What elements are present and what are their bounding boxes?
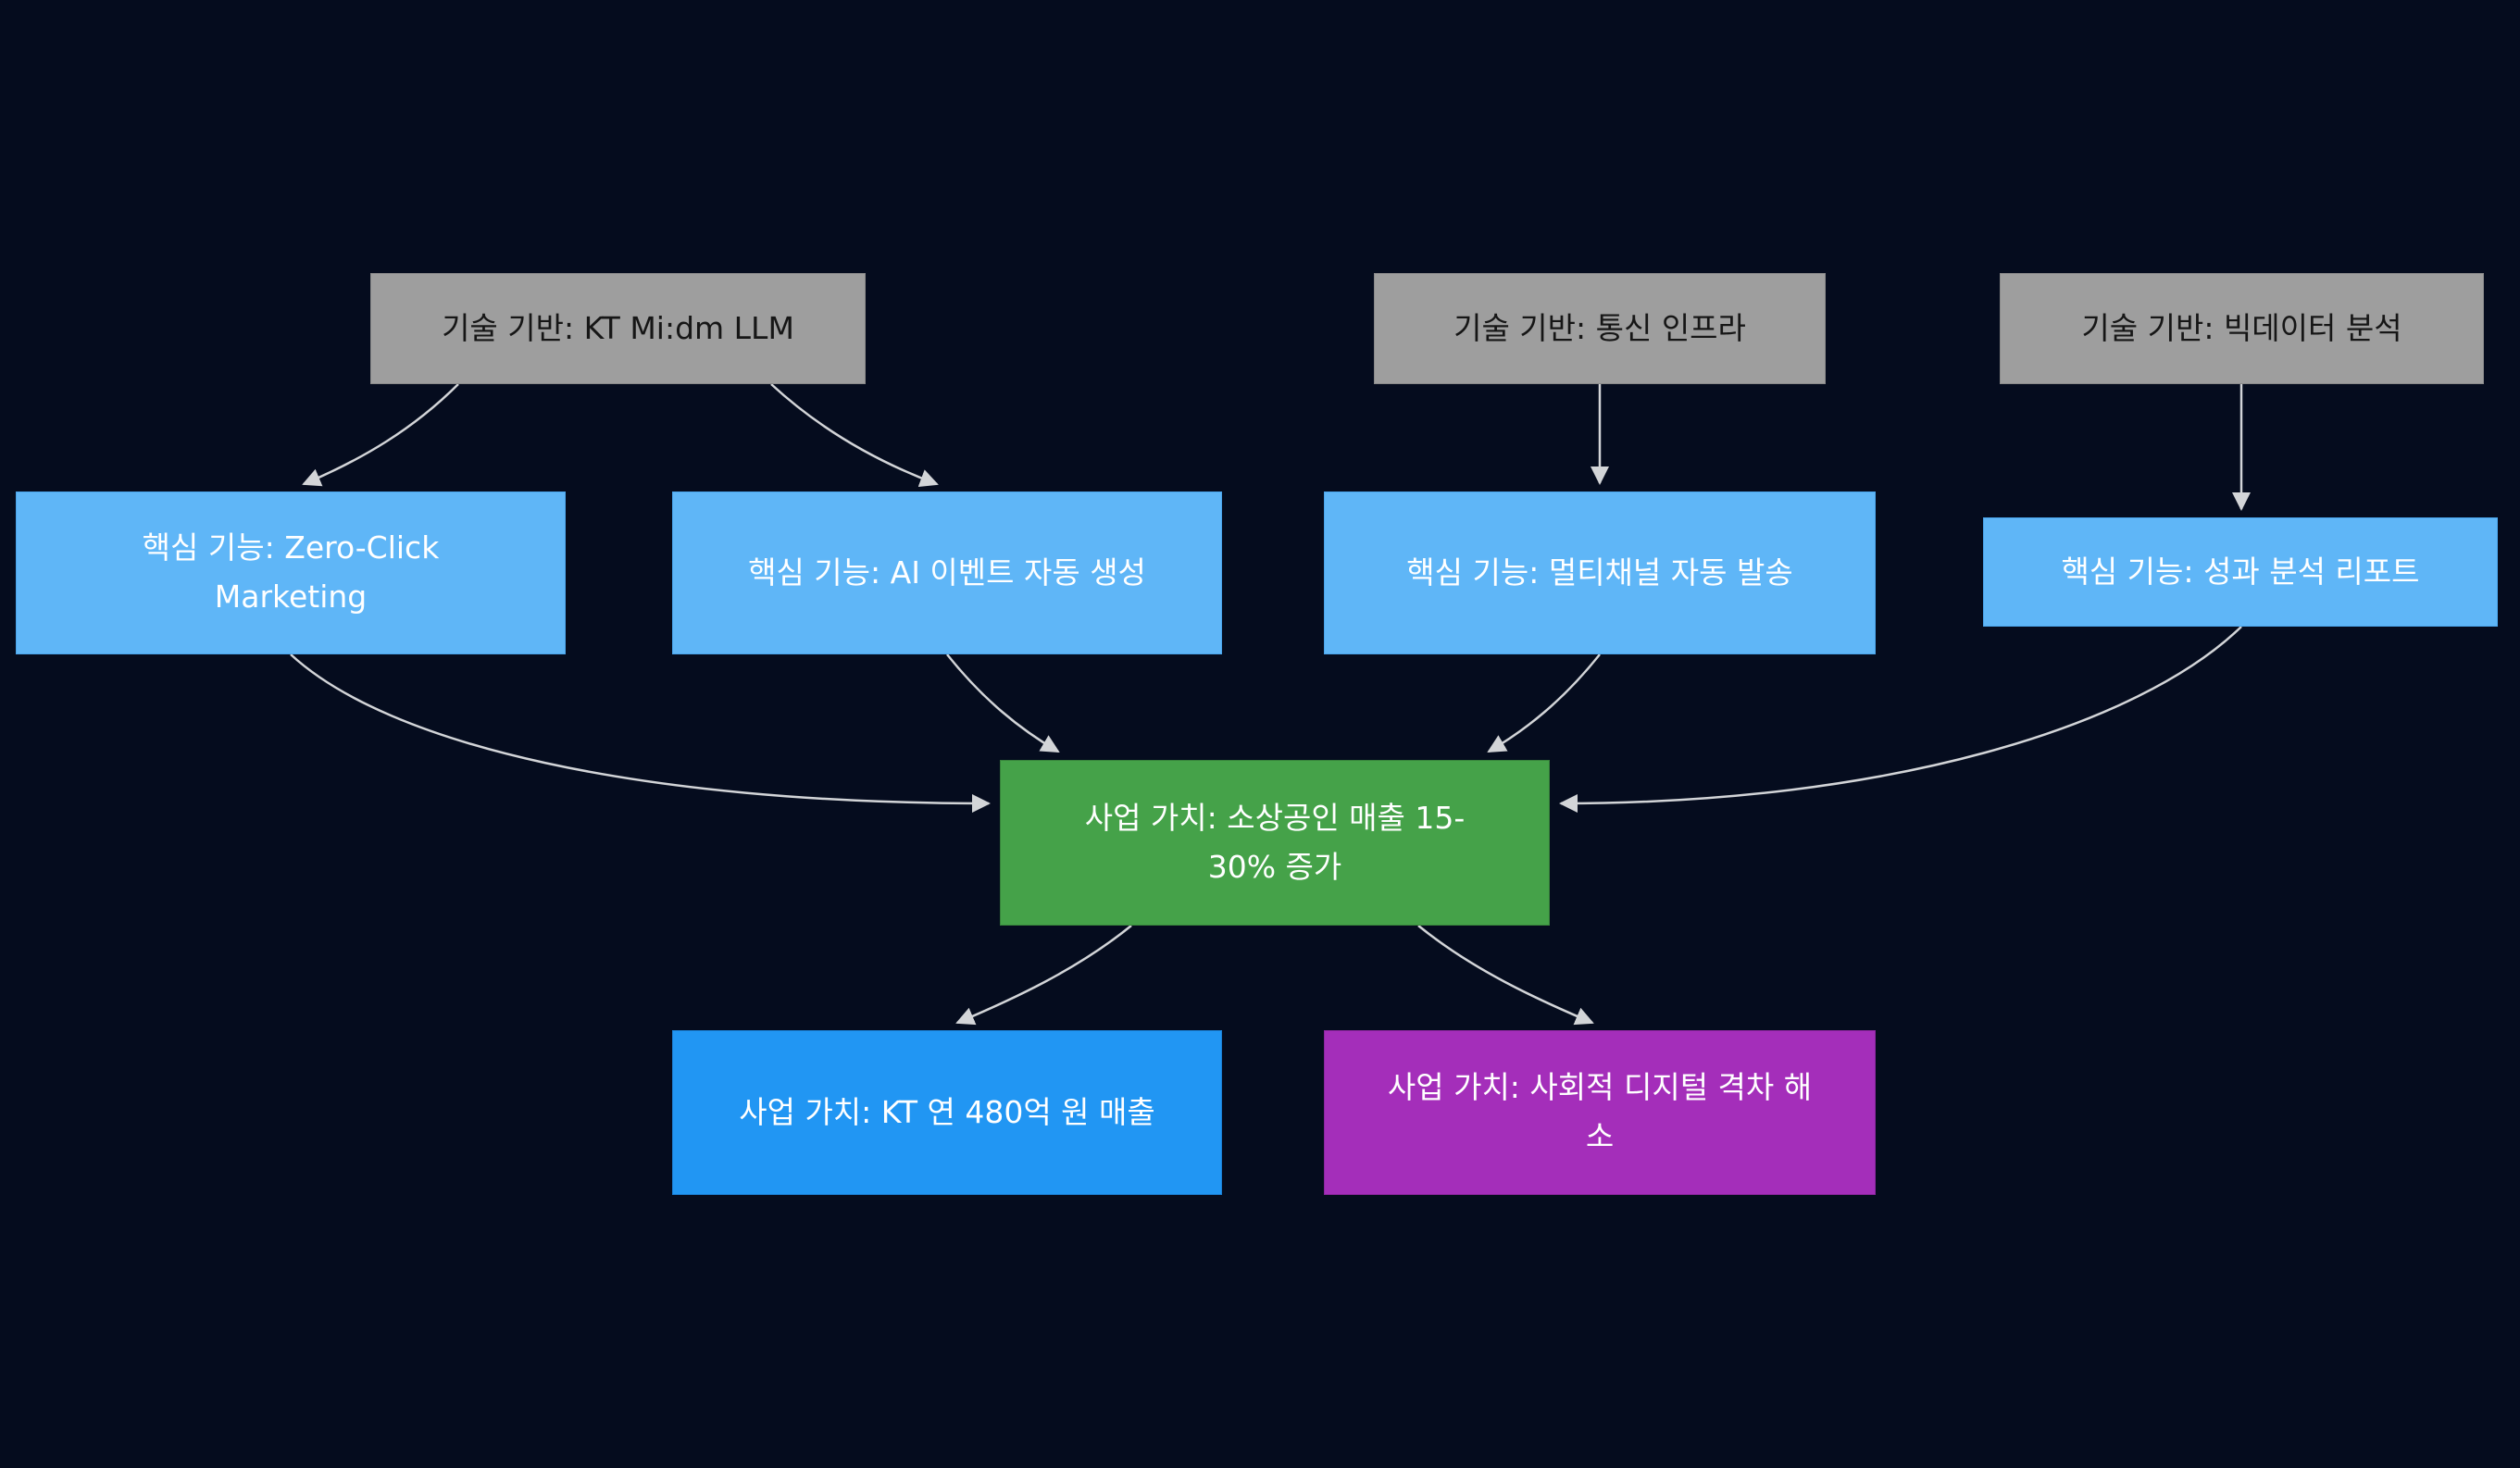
node-feature-multichannel-sending: 핵심 기능: 멀티채널 자동 발송 [1324,491,1876,654]
edge-ai-event-to-sales-value [946,653,1060,753]
edge-llm-to-ai-event [770,383,939,488]
edge-multichannel-to-sales-value [1487,653,1601,753]
node-tech-kt-midm-llm: 기술 기반: KT Mi:dm LLM [370,273,866,384]
edge-sales-value-to-kt-revenue [955,925,1132,1026]
node-feature-performance-report: 핵심 기능: 성과 분석 리포트 [1983,517,2498,627]
node-value-digital-divide: 사업 가치: 사회적 디지털 격차 해소 [1324,1030,1876,1195]
edge-llm-to-zeroclick [302,383,459,487]
node-tech-telecom-infra: 기술 기반: 통신 인프라 [1374,273,1826,384]
node-feature-ai-event-generation: 핵심 기능: AI 이벤트 자동 생성 [672,491,1222,654]
edge-sales-value-to-social-value [1417,925,1594,1026]
node-value-merchant-sales-increase: 사업 가치: 소상공인 매출 15-30% 증가 [1000,760,1550,926]
node-feature-zero-click-marketing: 핵심 기능: Zero-Click Marketing [16,491,566,654]
edge-zeroclick-to-sales-value [290,653,991,813]
node-value-kt-annual-revenue: 사업 가치: KT 연 480억 원 매출 [672,1030,1222,1195]
node-tech-bigdata-analysis: 기술 기반: 빅데이터 분석 [2000,273,2484,384]
